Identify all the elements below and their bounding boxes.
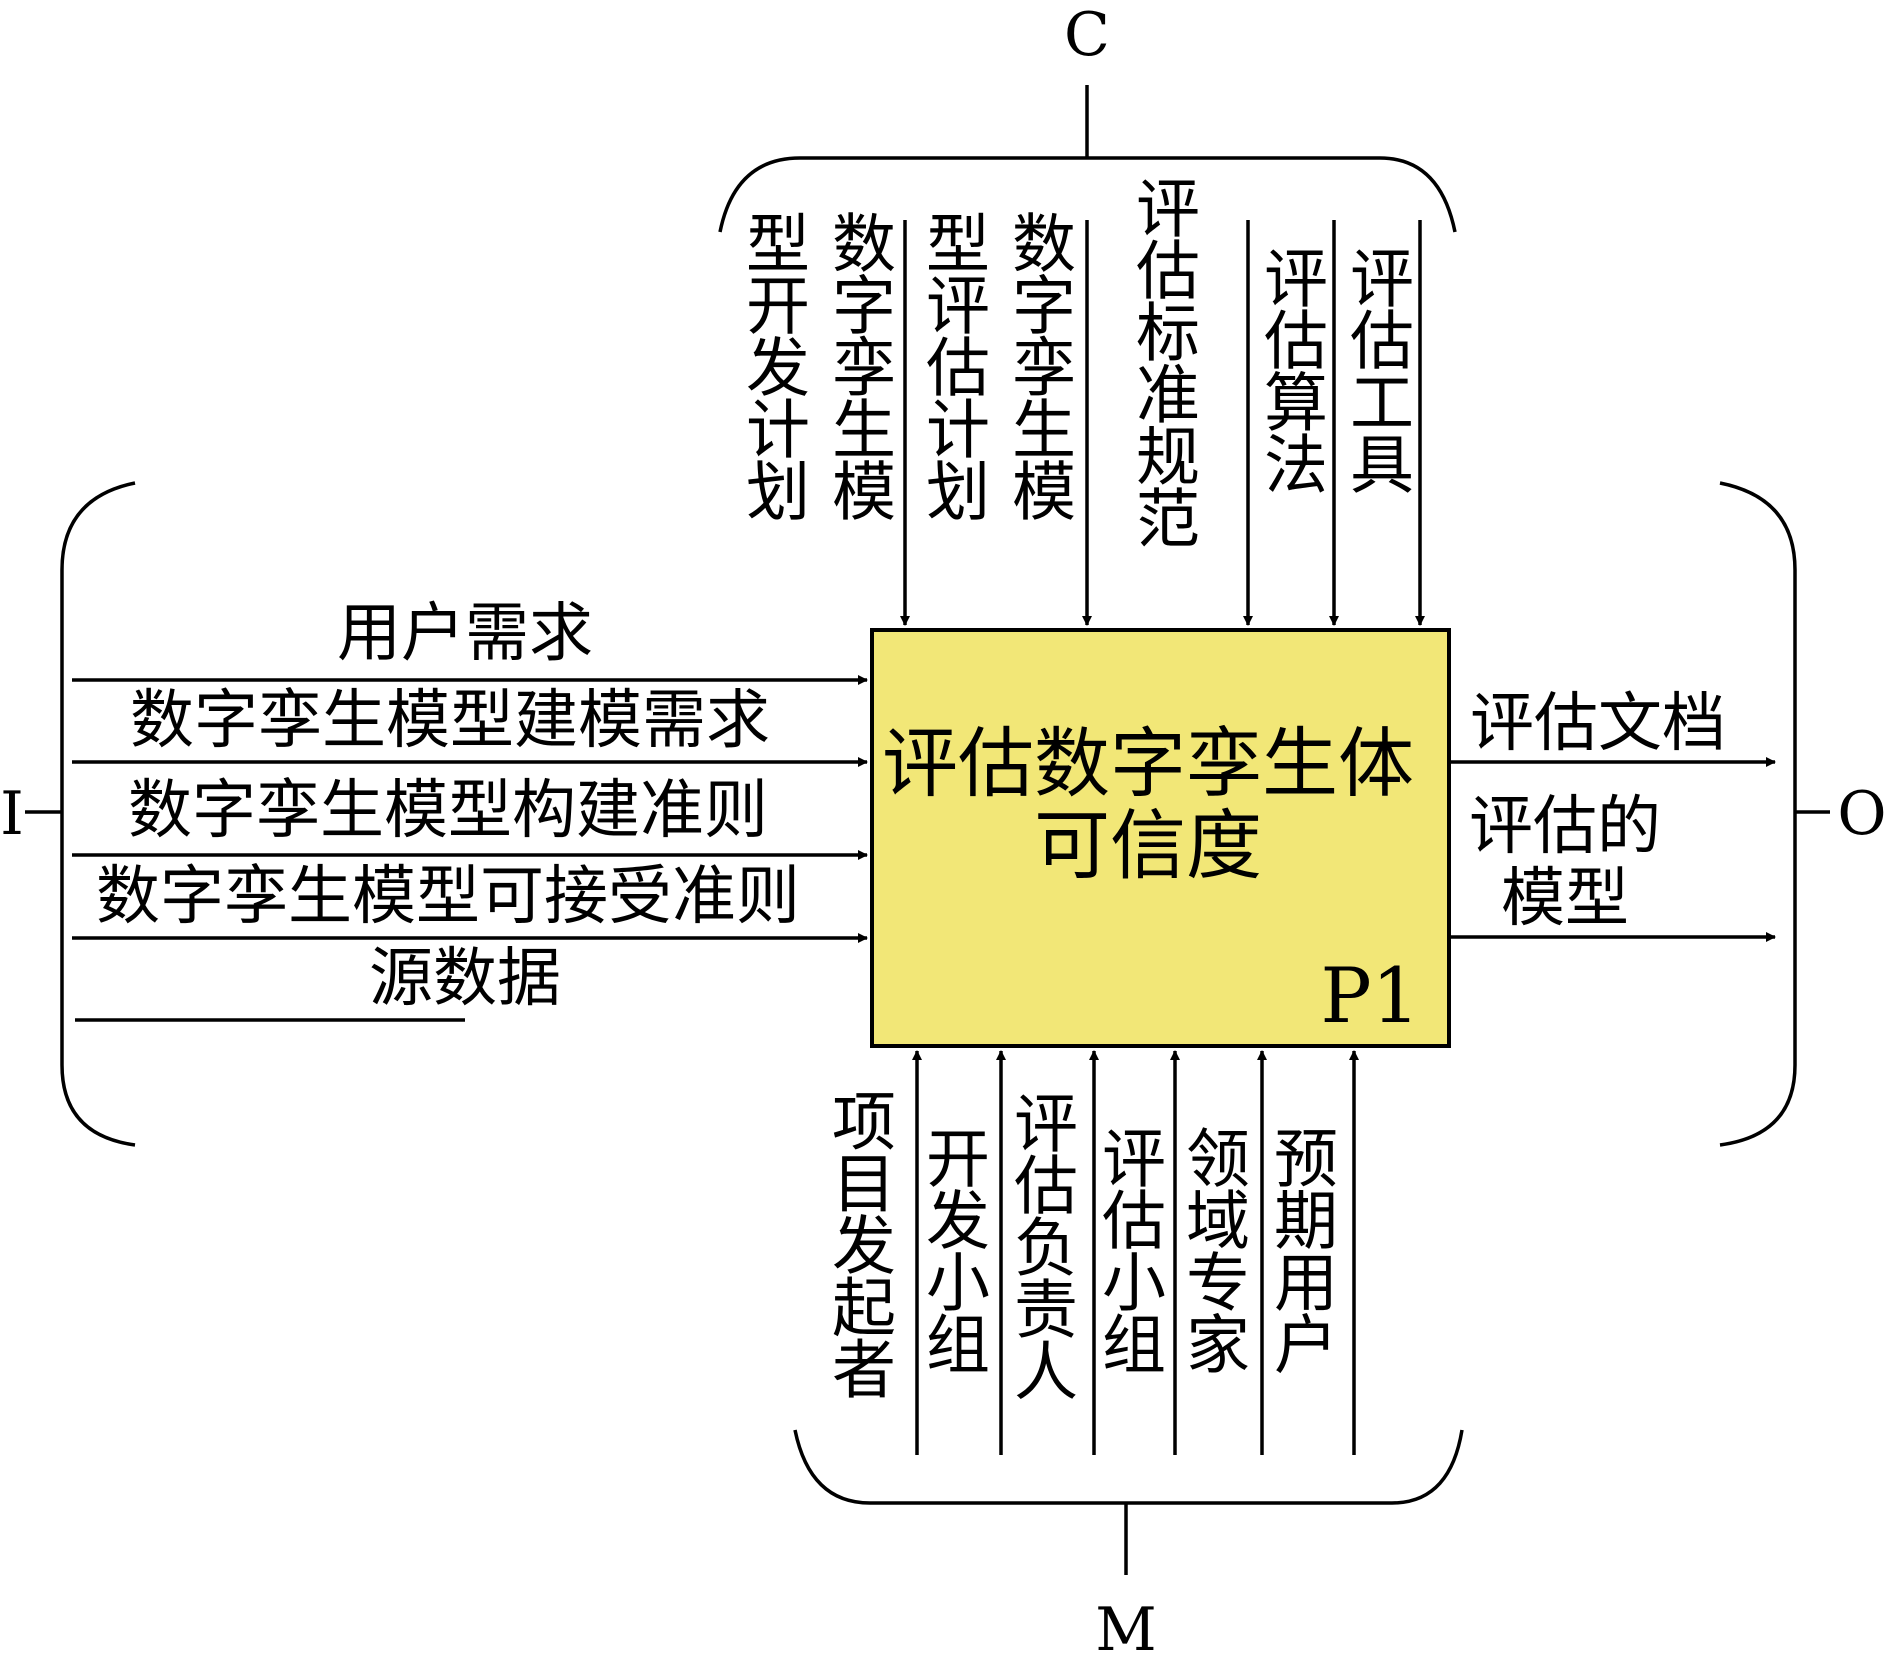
output-arrows — [1449, 757, 1776, 942]
mechanism-label-2: 开发小组 — [915, 1125, 989, 1373]
mechanism-label-3: 评估负责人 — [1003, 1090, 1077, 1400]
input-label-2: 数字孪生模型建模需求 — [130, 684, 770, 758]
process-title-line1: 评估数字孪生体 — [882, 719, 1414, 808]
input-bracket — [60, 481, 136, 1147]
control-label-2-line2: 型评估计划 — [915, 210, 989, 520]
control-label-1-line2: 型开发计划 — [735, 210, 809, 520]
mechanism-label-1: 项目发起者 — [821, 1088, 895, 1399]
control-label-4: 评估算法 — [1253, 245, 1327, 493]
control-arrows — [900, 220, 1425, 626]
input-label-5: 源数据 — [369, 942, 561, 1016]
control-bracket — [718, 156, 1457, 233]
input-arrows — [72, 675, 868, 1022]
process-box — [870, 628, 1451, 1048]
mechanism-side-label: M — [1095, 1595, 1156, 1659]
control-label-2-line1: 数字孪生模 — [1001, 210, 1075, 520]
input-label-1: 用户需求 — [337, 597, 593, 671]
input-side-label: I — [0, 779, 24, 849]
output-label-1: 评估文档 — [1470, 687, 1726, 761]
process-id: P1 — [1321, 951, 1421, 1040]
process-title-line2: 可信度 — [1034, 801, 1262, 890]
mechanism-label-6: 预期用户 — [1263, 1125, 1337, 1374]
output-bracket — [1719, 481, 1797, 1147]
mechanism-arrows — [912, 1050, 1359, 1455]
input-label-4: 数字孪生模型可接受准则 — [96, 860, 800, 934]
control-label-1-line1: 数字孪生模 — [821, 210, 895, 520]
mechanism-bracket — [793, 1429, 1464, 1505]
control-side-label: C — [1064, 0, 1110, 70]
control-label-5: 评估工具 — [1339, 245, 1413, 493]
mechanism-label-5: 领域专家 — [1175, 1125, 1249, 1373]
mechanism-label-4: 评估小组 — [1091, 1125, 1165, 1373]
output-side-label: O — [1837, 779, 1886, 849]
input-label-3: 数字孪生模型构建准则 — [128, 774, 768, 848]
output-label-2-line1: 评估的 — [1469, 790, 1661, 864]
control-label-3: 评估标准规范 — [1125, 175, 1199, 547]
output-label-2-line2: 模型 — [1501, 862, 1629, 936]
